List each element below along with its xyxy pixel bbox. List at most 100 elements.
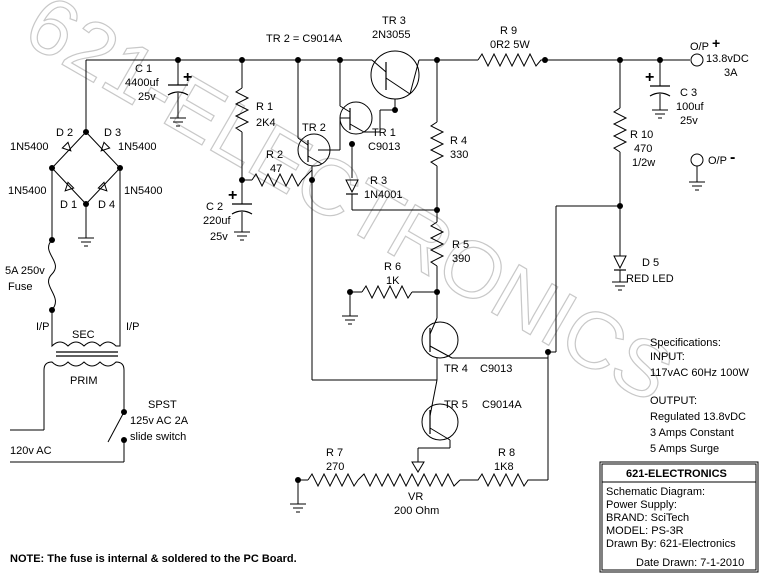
transistor-tr2: TR 2 [297, 60, 340, 380]
tr4-ref: TR 4 [444, 363, 468, 375]
resistor-r9: R 9 0R2 5W [477, 25, 545, 68]
titleblock-line-4: MODEL: PS-3R [606, 525, 684, 537]
output-pos-label: O/P [690, 41, 709, 53]
tr1-ref: TR 1 [372, 127, 396, 139]
d4-ref: D 4 [98, 199, 115, 211]
transistor-tr4: TR 4 C9013 [312, 205, 620, 381]
specs-input-label: INPUT: [650, 351, 685, 363]
bridge-rectifier: D 2 1N5400 D 3 1N5400 D 1 1N5400 D 4 1N5… [8, 127, 163, 247]
transformer-io-left: I/P [36, 321, 49, 333]
output-pos-current: 3A [724, 67, 738, 79]
variable-resistor-vr: VR 200 Ohm [357, 461, 461, 517]
r4-value: 330 [450, 149, 468, 161]
d5-ref: D 5 [642, 257, 659, 269]
resistor-r6: R 6 1K [342, 261, 437, 325]
specs-output-line-2: 3 Amps Constant [650, 427, 734, 439]
titleblock-line-3: BRAND: SciTech [606, 512, 689, 524]
tr2-note: TR 2 = C9014A [266, 33, 343, 45]
specs-output-label: OUTPUT: [650, 395, 697, 407]
r10-value: 470 [634, 143, 652, 155]
d5-part: RED LED [626, 273, 674, 285]
titleblock-line-2: Power Supply: [606, 499, 677, 511]
capacitor-c3: + C 3 100uf 25v [645, 60, 704, 127]
tr5-part: C9014A [482, 399, 522, 411]
d2-part: 1N5400 [10, 141, 49, 153]
capacitor-c2: + C 2 220uf 25v [203, 180, 253, 243]
d4-part: 1N5400 [124, 185, 163, 197]
r7-value: 270 [326, 461, 344, 473]
resistor-r4: R 4 330 [429, 60, 468, 222]
switch-spst: SPST 125v AC 2A slide switch 120v AC [10, 399, 189, 463]
resistor-r1: R 1 2K4 [234, 60, 276, 183]
resistor-r10: R 10 470 1/2w [612, 60, 655, 250]
c3-voltage: 25v [680, 115, 698, 127]
c2-ref: C 2 [206, 201, 223, 213]
c1-voltage: 25v [138, 91, 156, 103]
output-neg-label: O/P [708, 155, 727, 167]
vr-ref: VR [408, 491, 423, 503]
diode-r3: R 3 1N4001 [345, 175, 437, 211]
led-d5: D 5 RED LED [612, 250, 674, 291]
c3-ref: C 3 [680, 87, 697, 99]
tr4-part: C9013 [480, 363, 512, 375]
transformer: I/P I/P SEC PRIM [36, 168, 139, 402]
transistor-tr3: TR 3 2N3055 [370, 15, 420, 132]
titleblock-company: 621-ELECTRONICS [626, 468, 727, 480]
d2-ref: D 2 [56, 127, 73, 139]
tr1-part: C9013 [368, 141, 400, 153]
r6-value: 1K [386, 275, 400, 287]
r1-ref: R 1 [256, 101, 273, 113]
specifications: Specifications: INPUT: 117vAC 60Hz 100W … [650, 337, 749, 455]
r8-value: 1K8 [494, 461, 514, 473]
titleblock-line-5: Drawn By: 621-Electronics [606, 538, 736, 550]
specs-title: Specifications: [650, 337, 721, 349]
r2-value: 47 [270, 163, 282, 175]
r2-ref: R 2 [266, 149, 283, 161]
r10-ref: R 10 [630, 129, 653, 141]
r8-ref: R 8 [498, 447, 515, 459]
transformer-primary: PRIM [70, 375, 98, 387]
transistor-tr1: TR 1 C9013 [339, 60, 400, 178]
fuse-label: Fuse [8, 281, 32, 293]
r3-part: 1N4001 [364, 189, 403, 201]
tr3-ref: TR 3 [382, 15, 406, 27]
specs-input-value: 117vAC 60Hz 100W [650, 367, 749, 379]
r5-value: 390 [452, 253, 470, 265]
output-neg-sign: - [730, 149, 735, 166]
output-negative-terminal: O/P - [689, 149, 735, 191]
c2-value: 220uf [203, 215, 231, 227]
r1-value: 2K4 [256, 117, 276, 129]
titleblock-line-1: Schematic Diagram: [606, 486, 705, 498]
tr2-ref: TR 2 [302, 122, 326, 134]
c3-plus: + [645, 69, 654, 86]
d3-ref: D 3 [104, 127, 121, 139]
r9-ref: R 9 [500, 25, 517, 37]
r5-ref: R 5 [452, 239, 469, 251]
transformer-io-right: I/P [126, 321, 139, 333]
c1-ref: C 1 [135, 63, 152, 75]
r10-power: 1/2w [632, 157, 655, 169]
switch-type: SPST [148, 399, 177, 411]
r3-ref: R 3 [370, 175, 387, 187]
r7-ref: R 7 [326, 447, 343, 459]
d3-part: 1N5400 [118, 141, 157, 153]
transformer-secondary: SEC [72, 329, 95, 341]
tr5-ref: TR 5 [444, 399, 468, 411]
titleblock-date: Date Drawn: 7-1-2010 [636, 557, 744, 569]
tr3-part: 2N3055 [372, 29, 411, 41]
switch-rating: 125v AC 2A [130, 415, 189, 427]
mains-label: 120v AC [10, 445, 52, 457]
c2-voltage: 25v [210, 231, 228, 243]
output-positive-terminal: O/P + 13.8vDC 3A [690, 35, 749, 79]
note: NOTE: The fuse is internal & soldered to… [10, 553, 297, 565]
r9-value: 0R2 5W [490, 39, 530, 51]
c1-value: 4400uf [125, 77, 160, 89]
capacitor-c1: + C 1 4400uf 25v [125, 60, 192, 127]
fuse: 5A 250v Fuse [5, 168, 56, 340]
resistor-r8: R 8 1K8 [460, 447, 548, 488]
c2-plus: + [228, 187, 237, 204]
output-pos-voltage: 13.8vDC [706, 53, 749, 65]
resistor-r2: R 2 47 [242, 149, 313, 188]
